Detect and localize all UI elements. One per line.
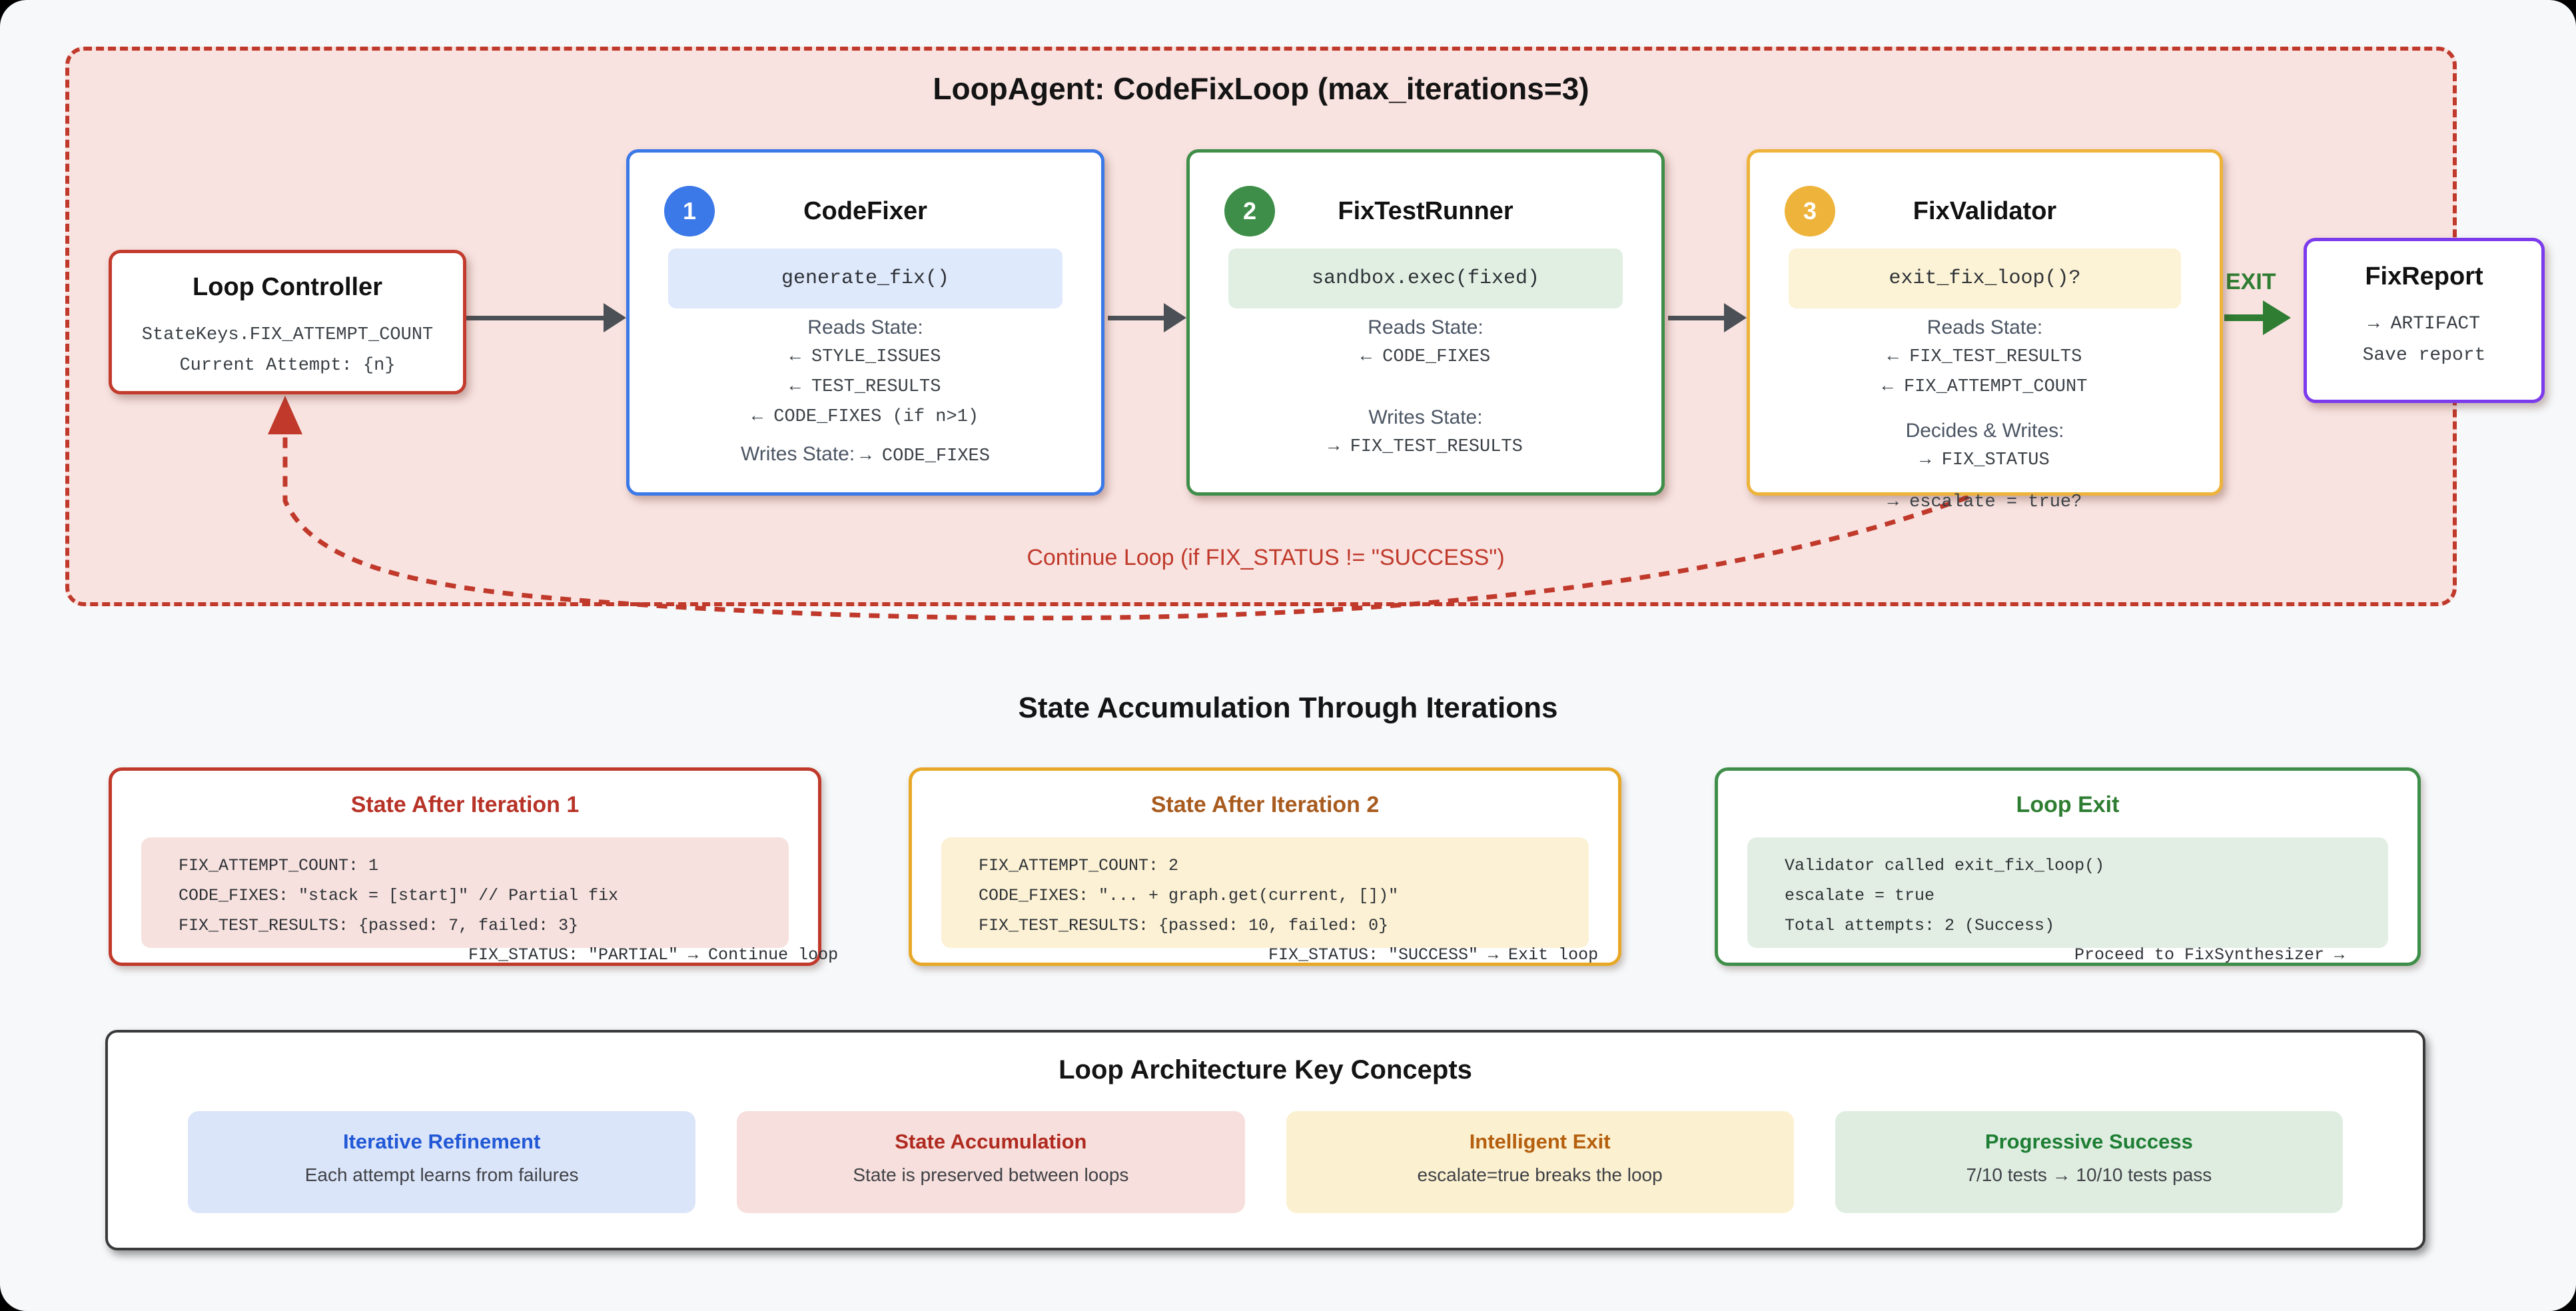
- save-report-line: Save report: [2362, 345, 2486, 366]
- state-box-iteration-2: State After Iteration 2 FIX_ATTEMPT_COUN…: [909, 767, 1621, 966]
- concept-pill-row: Iterative Refinement Each attempt learns…: [188, 1111, 2343, 1213]
- state-box-iteration-1: State After Iteration 1 FIX_ATTEMPT_COUN…: [109, 767, 838, 966]
- node-fixvalidator: 3 FixValidator exit_fix_loop()? Reads St…: [1747, 149, 2223, 512]
- key-concepts-title: Loop Architecture Key Concepts: [1059, 1055, 1472, 1085]
- artifact-line: → ARTIFACT: [2367, 314, 2481, 334]
- step-badge: 1: [664, 186, 715, 236]
- node-fixreport: FixReport → ARTIFACT Save report: [2304, 238, 2545, 403]
- concept-desc: 7/10 tests → 10/10 tests pass: [1966, 1164, 2212, 1185]
- arrow-controller-to-fixer: [466, 303, 626, 332]
- arrow-head-icon: [2263, 300, 2291, 335]
- node-body: StateKeys.FIX_ATTEMPT_COUNT Current Atte…: [112, 320, 463, 381]
- writes-label: Decides & Writes:: [1905, 420, 2064, 442]
- read-item: ← CODE_FIXES: [1360, 347, 1491, 367]
- node-title: FixValidator: [1913, 197, 2057, 225]
- concept-pill-state-accumulation: State Accumulation State is preserved be…: [737, 1111, 1245, 1213]
- arrow-head-icon: [604, 303, 626, 332]
- state-overflow-line: Proceed to FixSynthesizer →: [2074, 945, 2345, 965]
- state-code-block: Validator called exit_fix_loop() escalat…: [1747, 837, 2388, 948]
- state-code-line: FIX_ATTEMPT_COUNT: 2: [979, 856, 1179, 875]
- state-overflow-line: FIX_STATUS: "SUCCESS" → Exit loop: [1268, 945, 1599, 965]
- state-code-line: Validator called exit_fix_loop(): [1785, 856, 2105, 875]
- node-loop-controller: Loop Controller StateKeys.FIX_ATTEMPT_CO…: [109, 250, 466, 394]
- state-box-loop-exit: Loop Exit Validator called exit_fix_loop…: [1715, 767, 2421, 966]
- reads-label: Reads State:: [1368, 316, 1484, 338]
- code-pill: exit_fix_loop()?: [1789, 248, 2181, 308]
- node-body: Reads State: ← FIX_TEST_RESULTS ← FIX_AT…: [1750, 312, 2220, 518]
- state-overflow-line: FIX_STATUS: "PARTIAL" → Continue loop: [468, 945, 839, 965]
- state-code-line: CODE_FIXES: "... + graph.get(current, []…: [979, 886, 1399, 905]
- code-pill: generate_fix(): [668, 248, 1063, 308]
- state-code-line: Total attempts: 2 (Success): [1785, 916, 2055, 935]
- concept-desc: Each attempt learns from failures: [304, 1164, 579, 1185]
- read-item: ← FIX_ATTEMPT_COUNT: [1882, 377, 2088, 397]
- state-box-title: State After Iteration 2: [1150, 792, 1380, 817]
- spacer: [630, 432, 1101, 439]
- node-body: Reads State: ← CODE_FIXES Writes State: …: [1190, 312, 1661, 462]
- spacer: [1750, 402, 2220, 416]
- state-section-heading: State Accumulation Through Iterations: [1018, 691, 1558, 724]
- writes-label: Writes State:: [1368, 406, 1483, 428]
- write-item: → FIX_STATUS: [1920, 450, 2050, 470]
- node-body: Reads State: ← STYLE_ISSUES ← TEST_RESUL…: [630, 312, 1101, 472]
- concept-title: Progressive Success: [1984, 1130, 2193, 1153]
- node-body: → ARTIFACT Save report: [2307, 308, 2541, 371]
- concept-title: State Accumulation: [895, 1130, 1087, 1153]
- arrow-runner-to-validator: [1668, 303, 1747, 332]
- concept-title: Intelligent Exit: [1469, 1130, 1611, 1153]
- concept-title: Iterative Refinement: [342, 1130, 541, 1153]
- concept-desc: escalate=true breaks the loop: [1417, 1164, 1663, 1185]
- step-badge: 3: [1785, 186, 1835, 236]
- node-title: FixReport: [2365, 262, 2483, 290]
- state-code-line: FIX_ATTEMPT_COUNT: 1: [179, 856, 379, 875]
- state-key-line: StateKeys.FIX_ATTEMPT_COUNT: [141, 325, 434, 345]
- code-pill: sandbox.exec(fixed): [1228, 248, 1623, 308]
- read-item: ← TEST_RESULTS: [789, 377, 941, 397]
- continue-loop-label: Continue Loop (if FIX_STATUS != "SUCCESS…: [1027, 545, 1505, 570]
- read-item: ← FIX_TEST_RESULTS: [1887, 347, 2082, 367]
- state-code-block: FIX_ATTEMPT_COUNT: 2 CODE_FIXES: "... + …: [941, 837, 1589, 948]
- current-attempt-line: Current Attempt: {n}: [179, 356, 396, 376]
- key-concepts-box: Loop Architecture Key Concepts Iterative…: [105, 1030, 2425, 1250]
- state-code-line: FIX_TEST_RESULTS: {passed: 10, failed: 0…: [979, 916, 1389, 935]
- arrow-head-icon: [1724, 303, 1747, 332]
- escalate-line: → escalate = true?: [1887, 492, 2082, 512]
- read-item: ← STYLE_ISSUES: [789, 347, 941, 367]
- write-item: → FIX_TEST_RESULTS: [1328, 437, 1523, 457]
- writes-label: Writes State:: [741, 443, 855, 465]
- writes-line: Writes State: → CODE_FIXES: [630, 439, 1101, 472]
- concept-pill-intelligent-exit: Intelligent Exit escalate=true breaks th…: [1286, 1111, 1794, 1213]
- node-title: FixTestRunner: [1338, 197, 1513, 225]
- step-badge: 2: [1224, 186, 1275, 236]
- arrow-head-icon: [1164, 303, 1186, 332]
- state-box-title: Loop Exit: [2016, 792, 2120, 817]
- reads-label: Reads State:: [807, 316, 923, 338]
- node-title: CodeFixer: [803, 197, 927, 225]
- state-code-line: escalate = true: [1785, 886, 1935, 905]
- reads-label: Reads State:: [1927, 316, 2043, 338]
- state-code-block: FIX_ATTEMPT_COUNT: 1 CODE_FIXES: "stack …: [141, 837, 789, 948]
- node-title: Loop Controller: [193, 273, 382, 301]
- node-fixtestrunner: 2 FixTestRunner sandbox.exec(fixed) Read…: [1186, 149, 1665, 496]
- loop-agent-title: LoopAgent: CodeFixLoop (max_iterations=3…: [933, 71, 1589, 106]
- concept-pill-iterative-refinement: Iterative Refinement Each attempt learns…: [188, 1111, 696, 1213]
- exit-arrow: [2224, 300, 2291, 335]
- state-code-line: FIX_TEST_RESULTS: {passed: 7, failed: 3}: [179, 916, 579, 935]
- read-item: ← CODE_FIXES (if n>1): [751, 407, 979, 427]
- arrow-fixer-to-runner: [1108, 303, 1186, 332]
- concept-pill-progressive-success: Progressive Success 7/10 tests → 10/10 t…: [1835, 1111, 2343, 1213]
- exit-label: EXIT: [2226, 269, 2276, 294]
- state-box-title: State After Iteration 1: [350, 792, 580, 817]
- node-codefixer: 1 CodeFixer generate_fix() Reads State: …: [626, 149, 1104, 496]
- concept-desc: State is preserved between loops: [853, 1164, 1129, 1185]
- writes-value: → CODE_FIXES: [860, 446, 990, 466]
- spacer: [1190, 372, 1661, 402]
- state-code-line: CODE_FIXES: "stack = [start]" // Partial…: [179, 886, 619, 905]
